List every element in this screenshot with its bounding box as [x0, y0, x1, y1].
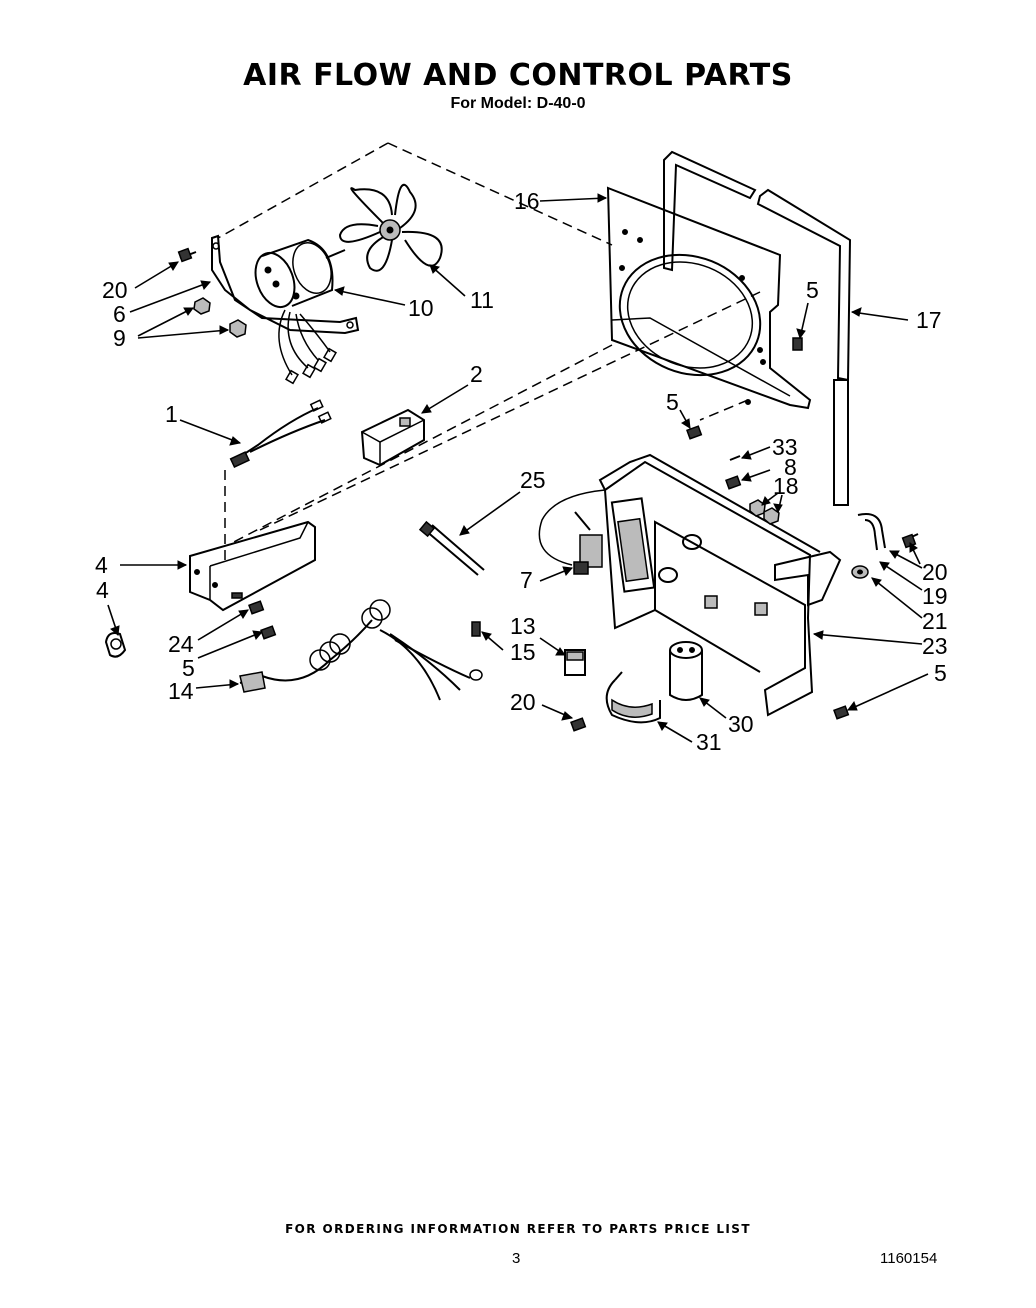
tie-strap-part: [418, 520, 485, 576]
screw-33-part: [729, 455, 741, 461]
callout-5: 5: [666, 389, 679, 415]
callout-1: 1: [165, 401, 178, 427]
screw-8-part: [725, 475, 742, 490]
motor-bracket-part: [211, 234, 360, 335]
diagram-title: AIR FLOW AND CONTROL PARTS: [243, 58, 793, 93]
alignment-dash-line: [217, 142, 389, 239]
callout-23: 23: [922, 633, 948, 659]
nut-9-part: [193, 297, 247, 338]
alignment-dash-line: [259, 291, 761, 531]
callout-20: 20: [922, 559, 948, 585]
callout-11: 11: [470, 287, 494, 313]
screw-20-part: [177, 247, 197, 263]
base-pan-part: [598, 453, 842, 717]
model-subtitle: For Model: D-40-0: [450, 95, 586, 112]
callout-5: 5: [182, 655, 195, 681]
tube-part: [857, 513, 886, 551]
ordering-note: FOR ORDERING INFORMATION REFER TO PARTS …: [285, 1222, 751, 1236]
callout-31: 31: [696, 729, 722, 755]
callout-33: 33: [772, 434, 798, 460]
gasket-strips-part: [663, 150, 852, 506]
callout-13: 13: [510, 613, 536, 639]
callout-17: 17: [916, 307, 942, 333]
callout-5: 5: [934, 660, 947, 686]
callout-16: 16: [514, 188, 540, 214]
callout-5: 5: [806, 277, 819, 303]
screw-5-part: [248, 337, 850, 720]
capacitor-part: [669, 641, 703, 701]
knob-part: [104, 632, 127, 658]
callout-14: 14: [168, 678, 194, 704]
callout-3: 4: [95, 552, 108, 578]
callout-7: 7: [520, 567, 533, 593]
switch-part: [360, 408, 425, 467]
screw-20-lower-part: [570, 717, 587, 732]
page-number: 3: [512, 1250, 521, 1267]
callout-24: 24: [168, 631, 194, 657]
callout-4: 4: [96, 577, 109, 603]
orifice-panel-part: [606, 186, 812, 410]
control-bracket-part: [189, 520, 316, 612]
wire-harness-part: [229, 399, 332, 469]
screw-15-part: [469, 621, 483, 681]
alignment-dash-line: [387, 142, 613, 246]
power-cord-part: [239, 599, 471, 701]
capacitor-strap-part: [605, 671, 661, 724]
callout-25: 25: [520, 467, 546, 493]
callout-15: 15: [510, 639, 536, 665]
relay-part: [564, 649, 586, 676]
callout-10: 10: [408, 295, 434, 321]
callout-21: 21: [922, 608, 948, 634]
washer-21-part: [851, 565, 869, 579]
alignment-dash-line: [227, 344, 613, 546]
callout-20: 20: [102, 277, 128, 303]
fan-motor-part: [254, 238, 346, 309]
callout-30: 30: [728, 711, 754, 737]
callout-2: 2: [470, 361, 483, 387]
callout-20: 20: [510, 689, 536, 715]
document-id: 1160154: [880, 1250, 938, 1267]
fan-blade-part: [338, 183, 443, 272]
motor-wire-leads: [278, 309, 337, 385]
alignment-dash-line: [699, 399, 749, 421]
leader-lines: [107, 193, 929, 743]
callout-labels: 16 20 6 9 10 11 17 5 5 2 1 33 8 18 25 4 …: [95, 188, 948, 755]
thermostat-part: [538, 489, 606, 575]
callout-18: 18: [773, 473, 799, 499]
callout-8: 8: [784, 454, 797, 480]
callout-9: 9: [113, 325, 126, 351]
callout-6: 6: [113, 301, 126, 327]
nut-18-part: [749, 499, 780, 525]
callout-19: 19: [922, 583, 948, 609]
